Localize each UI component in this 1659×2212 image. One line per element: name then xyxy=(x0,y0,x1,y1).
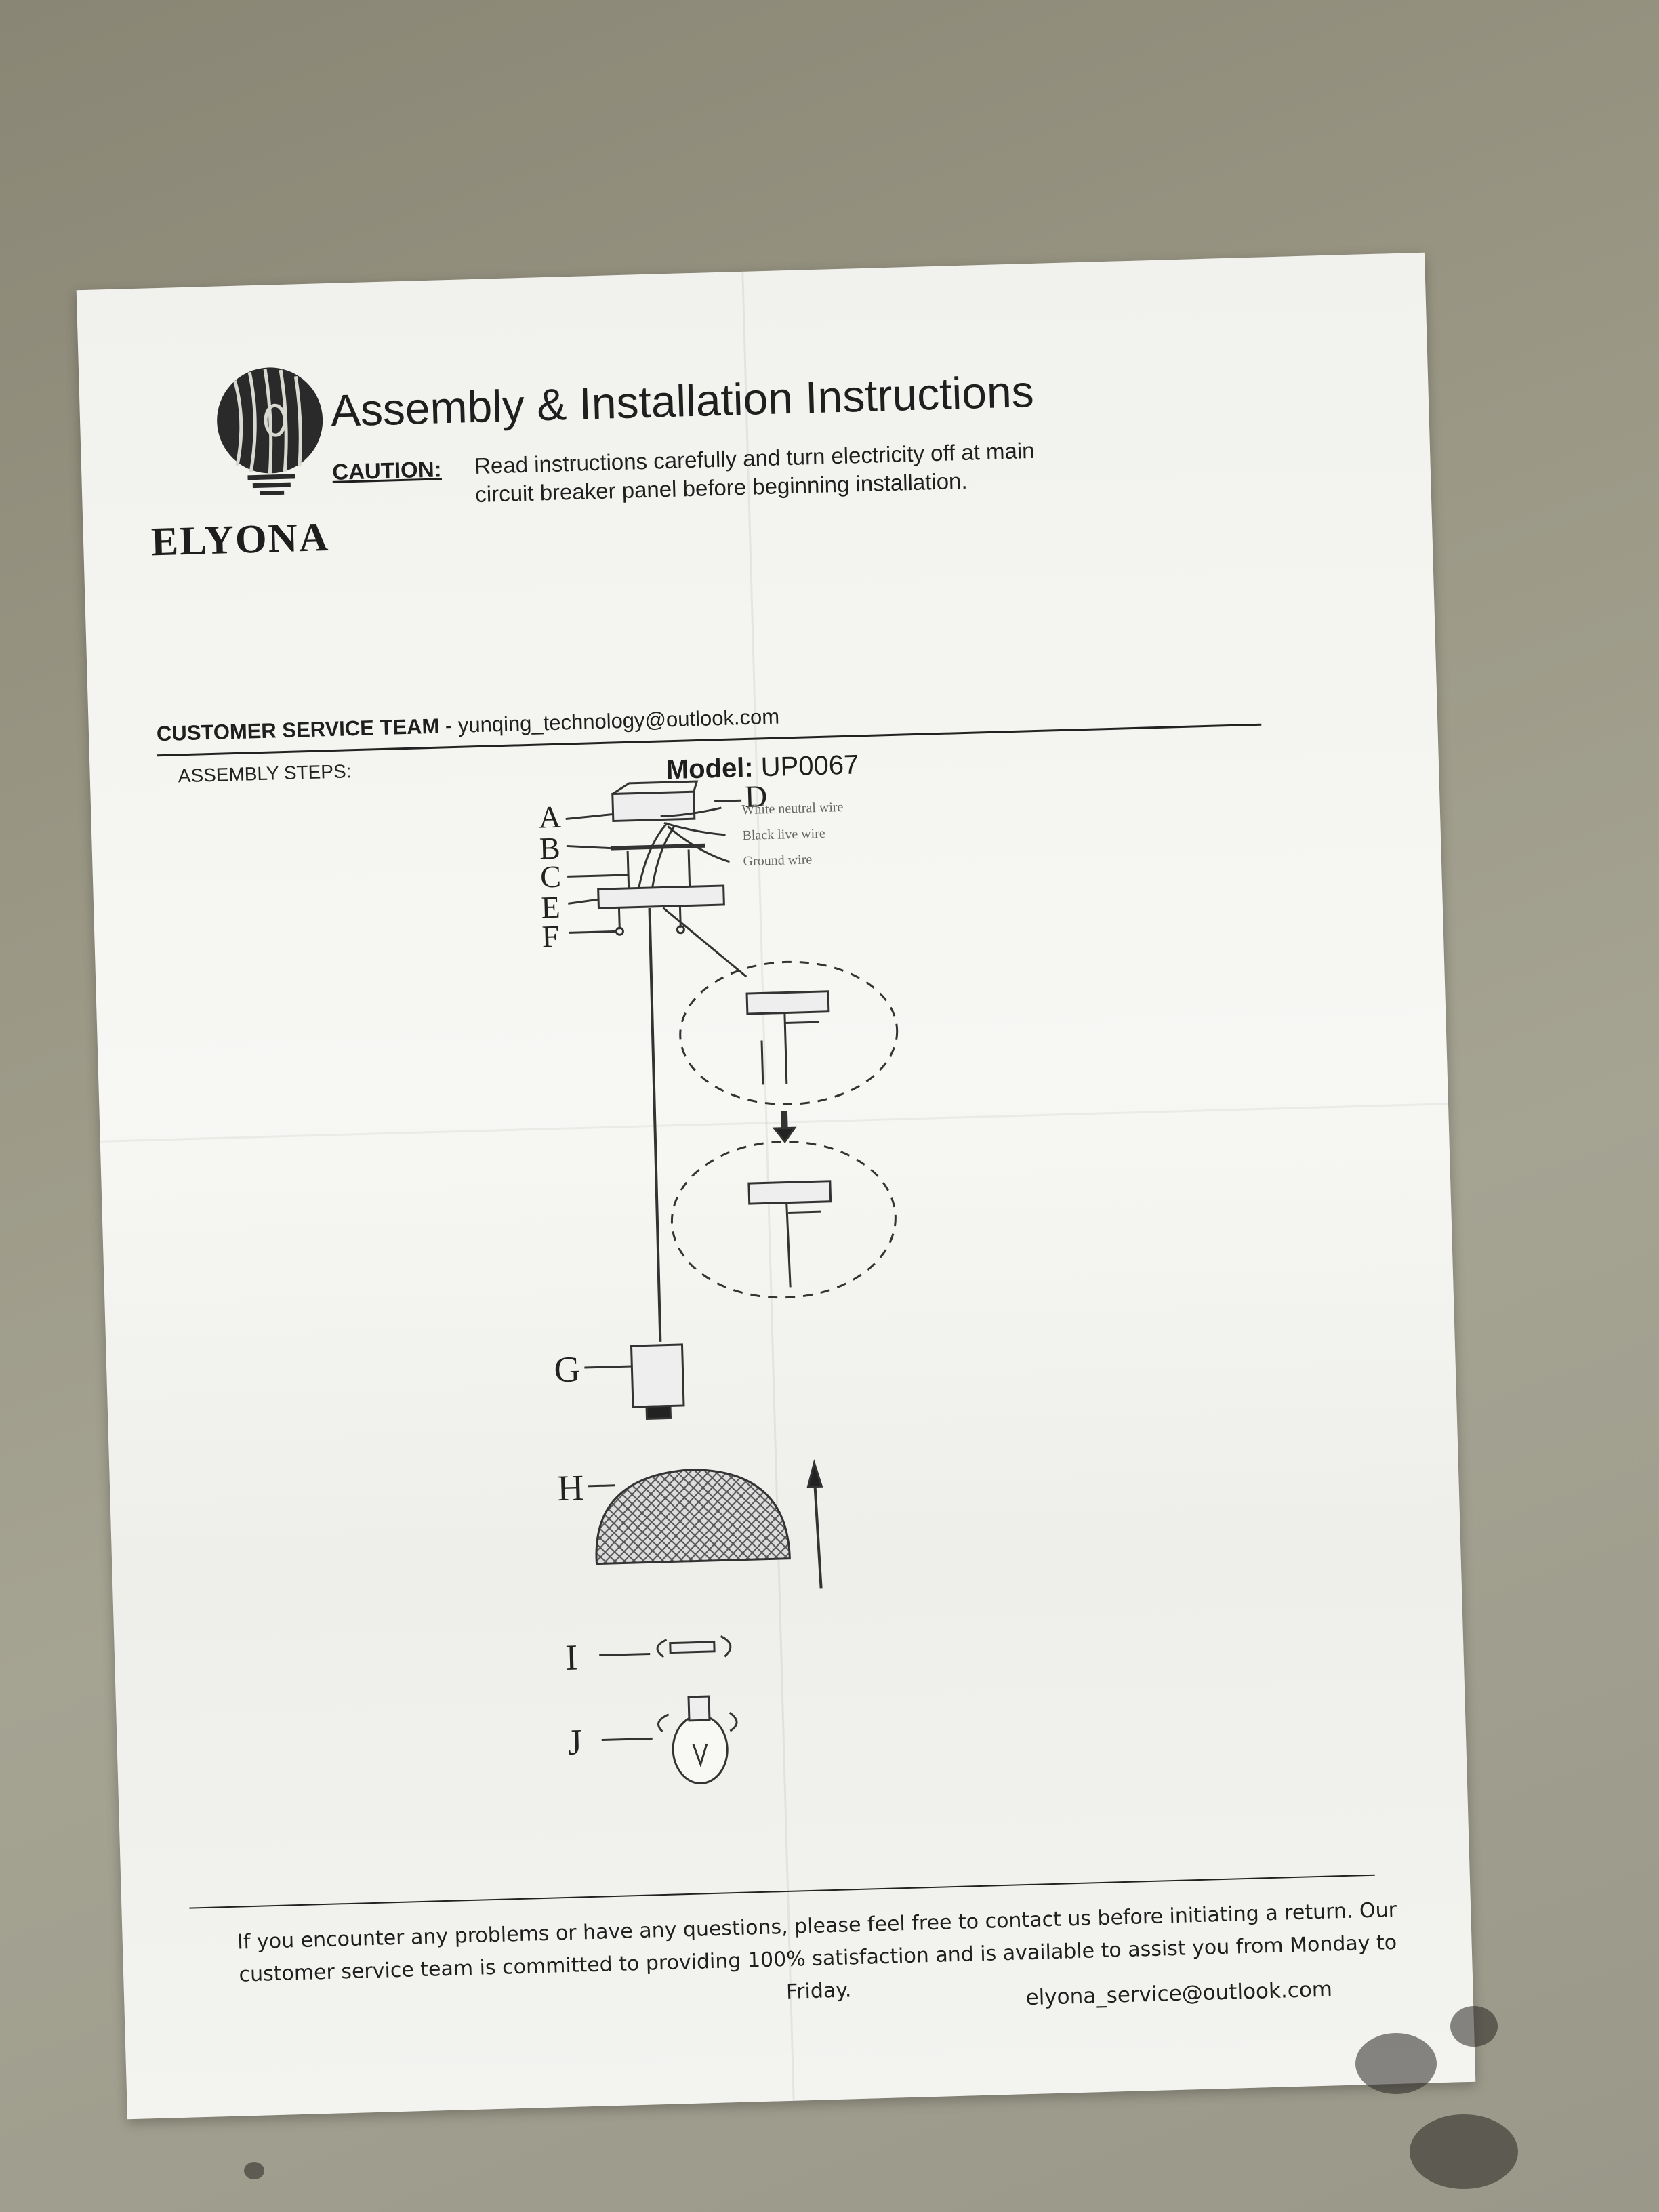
light-bulb xyxy=(672,1714,729,1784)
part-label-e: E xyxy=(541,890,561,925)
wire-black xyxy=(663,821,726,836)
bulb-logo-icon xyxy=(217,367,323,495)
part-label-j: J xyxy=(567,1721,583,1763)
floor-stain xyxy=(1355,2033,1437,2094)
junction-box-top xyxy=(611,780,699,795)
part-label-d: D xyxy=(744,779,768,814)
cord xyxy=(648,907,662,1342)
assembly-diagram: A B C E F D G H I J White neutral wire B… xyxy=(538,779,899,1784)
detail-circle-1 xyxy=(679,960,899,1105)
part-label-b: B xyxy=(539,831,560,866)
part-label-i: I xyxy=(565,1637,578,1677)
part-label-f: F xyxy=(541,919,560,954)
shade-ring xyxy=(669,1641,716,1654)
detail-circle-2 xyxy=(670,1141,897,1299)
wire-label-black-live: Black live wire xyxy=(742,826,825,843)
instruction-sheet: ELYONA Assembly & Installation Instructi… xyxy=(76,252,1476,2120)
wire-ground xyxy=(667,825,731,863)
junction-box xyxy=(611,790,696,823)
wire-label-white-neutral: White neutral wire xyxy=(741,800,844,817)
mounting-screw-right xyxy=(687,849,691,887)
floor-stain xyxy=(1410,2114,1518,2189)
floor-stain xyxy=(1450,2006,1498,2047)
part-label-a: A xyxy=(538,800,562,835)
wire-label-ground: Ground wire xyxy=(743,852,812,869)
wire-white xyxy=(660,806,722,818)
mounting-bar xyxy=(610,843,706,851)
mounting-screw-left xyxy=(626,851,630,888)
canopy xyxy=(597,884,725,909)
part-label-c: C xyxy=(539,859,561,895)
part-label-h: H xyxy=(556,1467,584,1509)
floor-stain xyxy=(244,2162,264,2179)
mesh-shade xyxy=(595,1469,791,1565)
socket xyxy=(630,1343,685,1408)
part-label-g: G xyxy=(554,1349,581,1390)
